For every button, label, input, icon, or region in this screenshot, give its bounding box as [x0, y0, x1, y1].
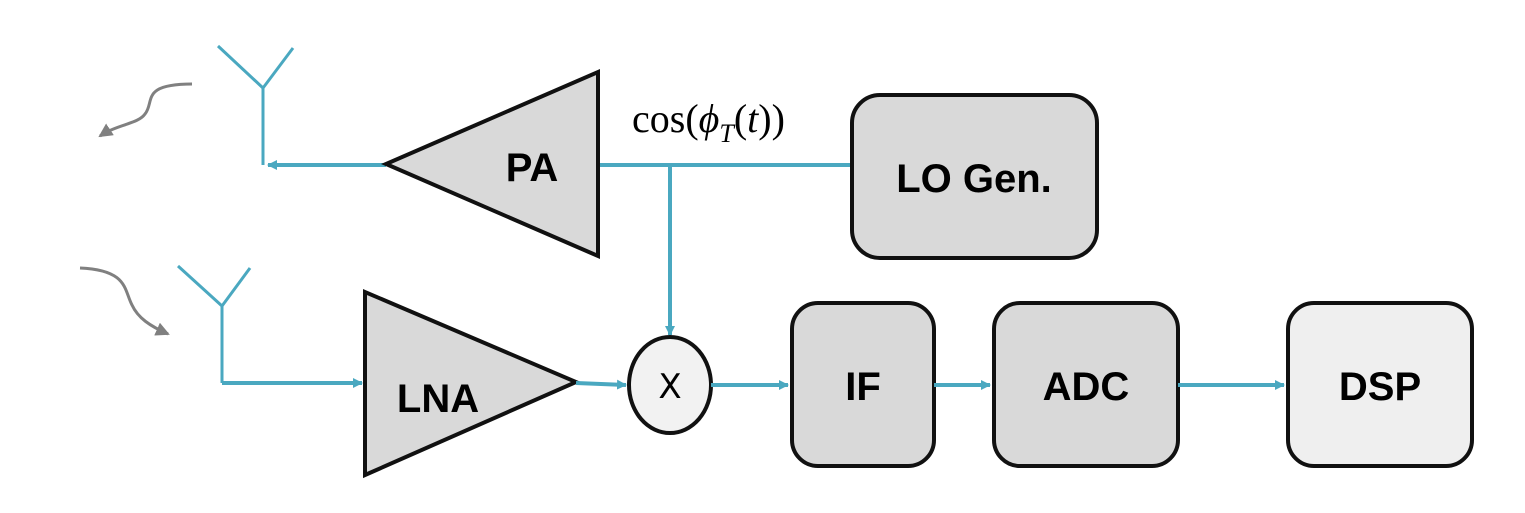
- lo-signal-label: cos(ϕT(t)): [632, 96, 785, 148]
- mixer-label: X: [658, 367, 681, 407]
- dsp-block: DSP: [1286, 301, 1474, 468]
- mixer-block: X: [627, 335, 713, 435]
- lna-block: LNA: [363, 288, 582, 479]
- adc-block: ADC: [992, 301, 1180, 468]
- pa-block: PA: [380, 68, 600, 260]
- lna-label: LNA: [397, 377, 479, 421]
- lo-gen-block: LO Gen.: [850, 93, 1099, 260]
- dsp-label: DSP: [1339, 365, 1421, 409]
- outgoing-wave-icon: [98, 82, 193, 138]
- if-label: IF: [845, 365, 881, 409]
- tx-antenna-icon: [216, 44, 295, 165]
- if-block: IF: [790, 301, 936, 468]
- adc-label: ADC: [1043, 365, 1130, 409]
- pa-label: PA: [506, 146, 559, 190]
- lna-to-mixer-line: [575, 379, 627, 390]
- rx-antenna-icon: [176, 264, 252, 383]
- incoming-wave-icon: [79, 266, 170, 336]
- lo-gen-label: LO Gen.: [896, 157, 1052, 201]
